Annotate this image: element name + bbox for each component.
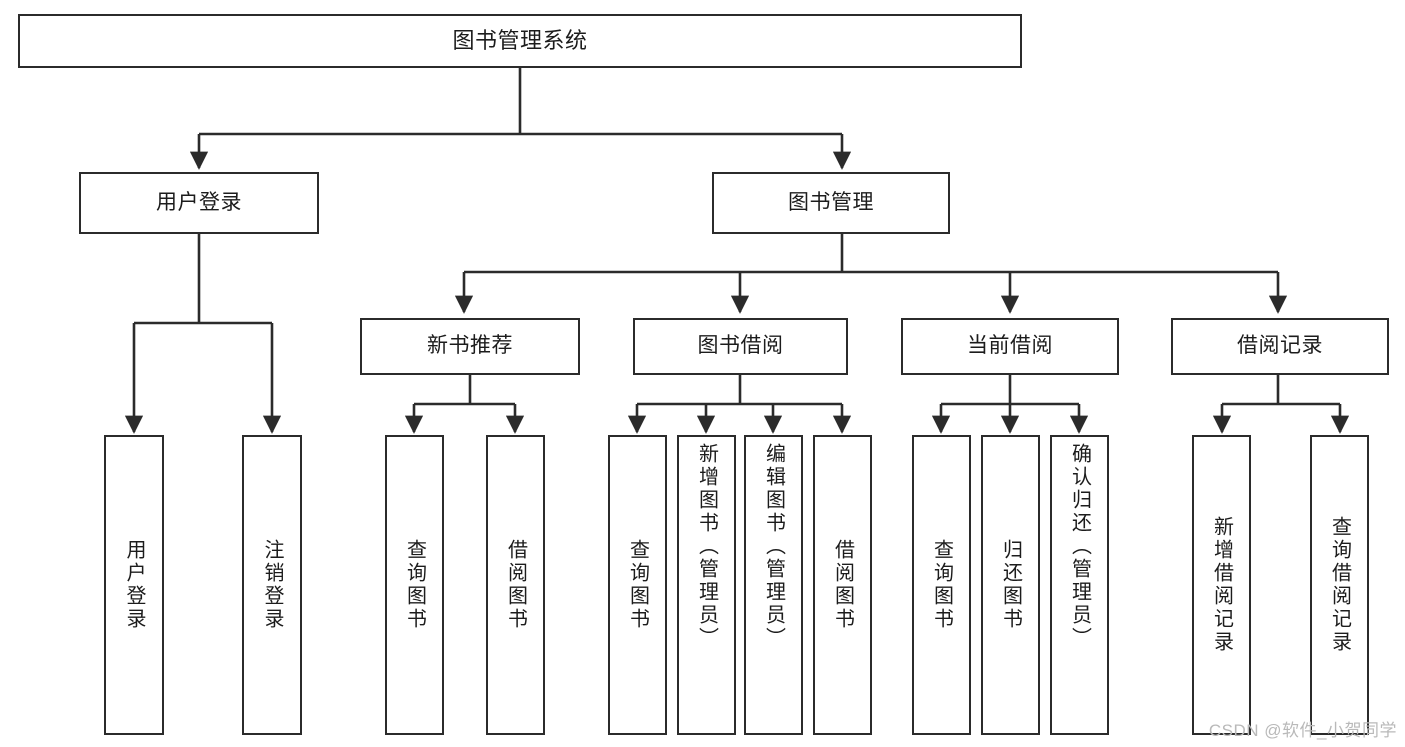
leaf-new-book-query-books[interactable]: 查询图书	[385, 435, 444, 735]
node-label: 用户登录	[156, 190, 242, 214]
node-label: 图书借阅	[697, 334, 784, 358]
node-label: 注销登录	[261, 539, 283, 631]
leaf-current-borrow-return-books[interactable]: 归还图书	[981, 435, 1040, 735]
node-borrow-record[interactable]: 借阅记录	[1171, 318, 1389, 375]
node-label: 查询借阅记录	[1328, 516, 1351, 654]
csdn-watermark: CSDN @软件_小贺同学	[1208, 721, 1397, 740]
leaf-book-borrow-add-book-admin[interactable]: 新增图书（管理员）	[677, 435, 736, 735]
leaf-current-borrow-query-books[interactable]: 查询图书	[912, 435, 971, 735]
node-current-borrow[interactable]: 当前借阅	[901, 318, 1119, 375]
node-label: 新增借阅记录	[1210, 516, 1233, 654]
node-label: 新书推荐	[427, 334, 513, 358]
leaf-borrow-record-query-record[interactable]: 查询借阅记录	[1310, 435, 1369, 735]
node-label: 用户登录	[123, 539, 145, 631]
node-label: 查询图书	[626, 539, 649, 631]
node-label: 借阅记录	[1237, 334, 1323, 358]
node-root-book-management-system[interactable]: 图书管理系统	[18, 14, 1022, 68]
leaf-borrow-record-add-record[interactable]: 新增借阅记录	[1192, 435, 1251, 735]
node-book-borrow[interactable]: 图书借阅	[633, 318, 848, 375]
node-label: 查询图书	[930, 539, 953, 631]
leaf-book-borrow-query-books[interactable]: 查询图书	[608, 435, 667, 735]
node-label: 当前借阅	[967, 334, 1053, 358]
leaf-current-borrow-confirm-return-admin[interactable]: 确认归还（管理员）	[1050, 435, 1109, 735]
leaf-book-borrow-borrow-books[interactable]: 借阅图书	[813, 435, 872, 735]
node-label: 编辑图书（管理员）	[762, 443, 785, 650]
node-new-book-recommend[interactable]: 新书推荐	[360, 318, 580, 375]
leaf-user-login-logout[interactable]: 注销登录	[242, 435, 302, 735]
node-label: 确认归还（管理员）	[1068, 443, 1091, 650]
leaf-book-borrow-edit-book-admin[interactable]: 编辑图书（管理员）	[744, 435, 803, 735]
leaf-user-login-login[interactable]: 用户登录	[104, 435, 164, 735]
node-label: 借阅图书	[504, 539, 527, 631]
node-label: 图书管理系统	[452, 28, 588, 54]
node-label: 借阅图书	[831, 539, 854, 631]
node-label: 归还图书	[999, 539, 1022, 631]
node-book-management[interactable]: 图书管理	[712, 172, 950, 234]
node-label: 新增图书（管理员）	[695, 443, 718, 650]
leaf-new-book-borrow-books[interactable]: 借阅图书	[486, 435, 545, 735]
node-label: 查询图书	[403, 539, 426, 631]
node-label: 图书管理	[788, 190, 874, 214]
node-user-login[interactable]: 用户登录	[79, 172, 319, 234]
